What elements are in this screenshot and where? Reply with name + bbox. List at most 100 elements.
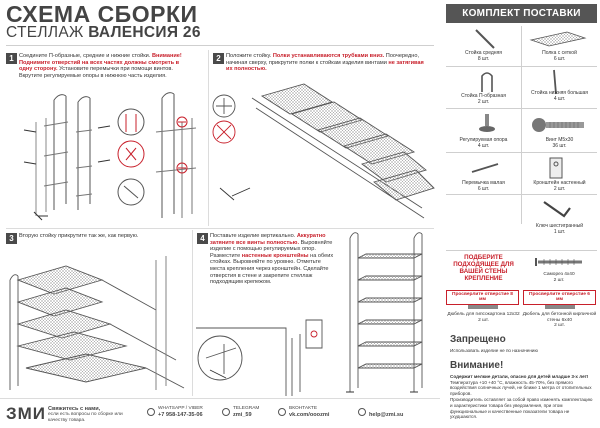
telegram-value: zmi_59: [233, 412, 252, 418]
step-2-text: Положите стойку. Полки устанавливаются т…: [226, 53, 426, 73]
kit-item-name: Стойка средняя: [465, 50, 502, 56]
column-divider-lower: [192, 230, 193, 396]
kit-item-name: Регулируемая опора: [459, 137, 508, 143]
whatsapp-label: WHATSAPP / VIBER: [158, 406, 203, 411]
kit-item-adjustable-foot: Регулируемая опора 4 шт.: [446, 137, 521, 150]
footer-contact-text: если есть вопросы по сборке или качеству…: [48, 412, 123, 423]
kit-item-qty: 4 шт.: [477, 142, 490, 149]
header-divider: [6, 45, 434, 46]
adjustable-foot-icon: [479, 114, 495, 132]
kit-item-hex-key: Ключ шестигранный 1 шт.: [522, 223, 597, 236]
wall-mount-title: ПОДБЕРИТЕ ПОДХОДЯЩЕЕ ДЛЯ ВАШЕЙ СТЕНЫ КРЕ…: [453, 254, 514, 282]
footer-contact-title: Свяжитесь с нами,: [48, 406, 101, 412]
concrete-dowel-icon: [545, 305, 575, 309]
email-icon: [358, 408, 366, 416]
screw-name: Саморез 4х40: [543, 272, 575, 277]
step-4-text-2: Выровняйте изделие с помощью регулируемы…: [210, 239, 333, 259]
attention-line-3: Производитель оставляет за собой право и…: [450, 397, 593, 420]
footer-vk[interactable]: ВКОНТАКТЕ vk.com/ooozmi: [289, 406, 354, 418]
kit-grid-line: [446, 194, 597, 195]
kit-item-name: Винт М5х30: [545, 137, 574, 143]
wall-bracket-icon: [549, 157, 563, 179]
row-divider: [6, 228, 434, 229]
kit-item-small-crossbar: Перемычка малая 6 шт.: [446, 180, 521, 193]
step-4-text-warning-2: настенные кронштейны: [241, 252, 309, 259]
step-2-number: 2: [213, 53, 224, 64]
kit-item-qty: 2 шт.: [477, 98, 490, 105]
footer-telegram[interactable]: TELEGRAM zmi_59: [233, 406, 278, 418]
kit-item-middle-rack: Стойка средняя 8 шт.: [446, 50, 521, 63]
step-4-text: Поставьте изделие вертикально. Аккуратно…: [210, 233, 335, 286]
drywall-dowel-icon: [468, 305, 498, 309]
hex-key-icon: [543, 201, 571, 218]
step-1-text-1: Соедините П-образные, средние и нижние с…: [19, 53, 151, 59]
step-4-shelf-illustration: [346, 232, 423, 393]
kit-item-qty: 36 шт.: [552, 142, 567, 149]
kit-item-name: Кронштейн настенный: [533, 180, 586, 186]
kit-item-u-rack: Стойка П-образная 2 шт.: [446, 93, 521, 106]
kit-grid-line: [446, 152, 597, 153]
drywall-dowel-qty: 2 шт.: [478, 317, 489, 323]
attention-line-2: Температура +10 +40 °С, влажность 45-70%…: [450, 379, 592, 396]
forbidden-text: Использовать изделие не по назначению: [450, 348, 538, 353]
step-2-text-2: Поочередно, начиная сверху, прикрутите п…: [226, 53, 420, 66]
subtitle-prefix: СТЕЛЛАЖ: [6, 24, 84, 41]
step-4-number: 4: [197, 233, 208, 244]
drywall-dowel-name: Дюбель для гипсокартона 12х32: [447, 312, 520, 317]
page-title: СХЕМА СБОРКИ: [6, 1, 198, 27]
email-value: help@zmi.su: [369, 412, 404, 418]
kit-item-qty: 8 шт.: [477, 55, 490, 62]
kit-item-bottom-rack: Стойка нижняя большая 4 шт.: [522, 90, 597, 103]
step-4-text-1: Поставьте изделие вертикально.: [210, 233, 296, 239]
drywall-dowel-caption: Дюбель для гипсокартона 12х32 2 шт.: [446, 312, 521, 323]
vk-value: vk.com/ooozmi: [289, 412, 330, 418]
screw-qty: 2 шт.: [553, 277, 565, 283]
kit-grid-line: [446, 108, 597, 109]
drill-warning-right: Просверлите отверстие 6 мм: [523, 290, 596, 305]
telegram-icon: [222, 408, 230, 416]
whatsapp-icon: [147, 408, 155, 416]
middle-rack-icon: [475, 29, 495, 49]
small-crossbar-icon: [471, 163, 499, 173]
whatsapp-value: +7 958-147-35-06: [158, 412, 203, 418]
step-3-number: 3: [6, 233, 17, 244]
kit-item-screw: Винт М5х30 36 шт.: [522, 137, 597, 150]
step-3-text: Вторую стойку прикрутите так же, как пер…: [19, 233, 169, 240]
step-2-text-warning-2: не затягивая их полностью.: [226, 59, 424, 73]
footer-divider: [0, 398, 440, 399]
forbidden-title: Запрещено: [450, 334, 506, 345]
kit-item-name: Ключ шестигранный: [535, 223, 584, 229]
self-tapping-screw-icon: [535, 258, 582, 266]
step-2-illustration: [212, 83, 435, 219]
column-divider: [208, 50, 209, 226]
kit-item-name: Стойка нижняя большая: [531, 90, 588, 96]
step-1-illustration: [23, 92, 197, 221]
vk-label: ВКОНТАКТЕ: [289, 406, 318, 411]
kit-item-name: Стойка П-образная: [461, 93, 506, 99]
subtitle-model: ВАЛЕНСИЯ 26: [88, 24, 201, 41]
kit-item-qty: 2 шт.: [553, 185, 566, 192]
footer-email[interactable]: help@zmi.su: [369, 412, 429, 418]
kit-item-name: Полка с сеткой: [542, 50, 577, 56]
kit-item-qty: 6 шт.: [553, 55, 566, 62]
kit-grid-line: [446, 66, 597, 67]
concrete-dowel-name: Дюбель для бетонной кирпичной стены 6х40: [522, 312, 597, 323]
step-1-text-warning: Внимание! Поднимите отверстий на всех ча…: [19, 53, 182, 73]
kit-item-qty: 6 шт.: [477, 185, 490, 192]
vk-icon: [278, 408, 286, 416]
step-1-text-2: Установите перемычки при помощи винтов. …: [19, 66, 173, 79]
kit-item-qty: 4 шт.: [553, 95, 566, 102]
kit-item-name: Перемычка малая: [462, 180, 505, 186]
step-4-text-warning: Аккуратно затяните все винты полностью.: [210, 233, 326, 246]
concrete-dowel-qty: 2 шт.: [554, 323, 565, 329]
footer-whatsapp[interactable]: WHATSAPP / VIBER +7 958-147-35-06: [158, 406, 218, 418]
telegram-label: TELEGRAM: [233, 406, 260, 411]
step-2-text-warning: Полки устанавливаются трубками вниз.: [272, 53, 385, 59]
kit-header: КОМПЛЕКТ ПОСТАВКИ: [446, 4, 597, 23]
footer-contact: Свяжитесь с нами, если есть вопросы по с…: [48, 406, 128, 424]
drill-warning-left: Просверлите отверстие 8 мм: [446, 290, 519, 305]
step-1-text: Соедините П-образные, средние и нижние с…: [19, 53, 189, 79]
step-2-text-1: Положите стойку.: [226, 53, 272, 59]
kit-item-wall-bracket: Кронштейн настенный 2 шт.: [522, 180, 597, 193]
step-3-text-1: Вторую стойку прикрутите так же, как пер…: [19, 233, 139, 239]
